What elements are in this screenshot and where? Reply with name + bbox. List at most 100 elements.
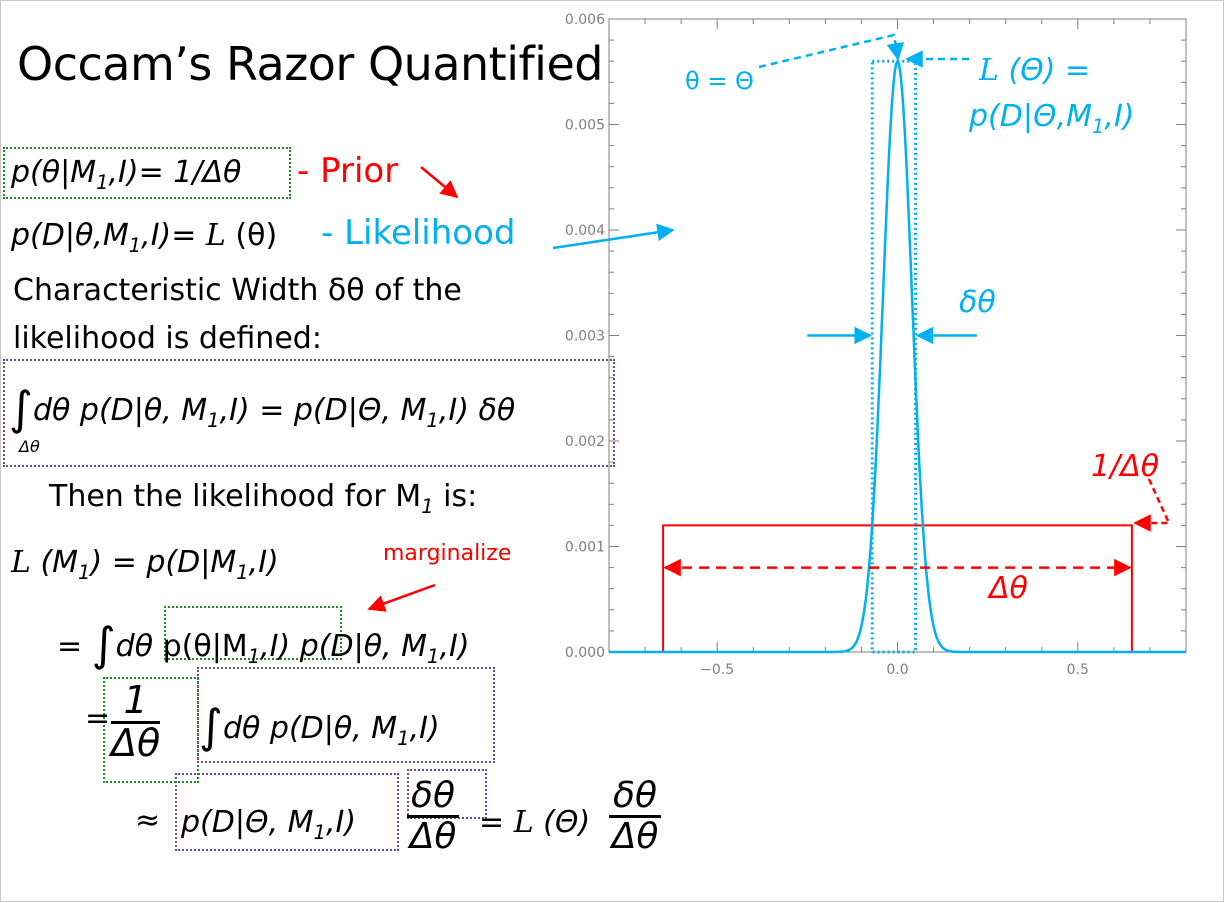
eq2-e: p(D|θ, M (290, 629, 428, 664)
integral-symbol: ∫ (199, 699, 223, 753)
likelihood-equation: p(D|θ,M1,I)= L (θ) (11, 218, 277, 257)
eq2-sub-2: 1 (427, 645, 440, 668)
peak-likelihood-label-2: p(D|Θ,M1,I) (969, 99, 1135, 138)
lm-c: ,I) (248, 545, 279, 580)
likelihood-lhs: p(D|θ,M (11, 218, 129, 253)
eq3-equals: = (85, 701, 111, 736)
prior-equation: p(θ|M1,I)= 1/Δθ (11, 155, 241, 194)
prior-line (662, 524, 1133, 652)
prior-rhs: ,I)= 1/Δθ (108, 155, 242, 190)
y-tick-label: 0.004 (565, 223, 605, 239)
inverse-Delta-arrow (1133, 478, 1171, 532)
lm-sub: 1 (78, 561, 91, 584)
likelihood-label: - Likelihood (321, 213, 516, 253)
eq4-numerator-2: δθ (609, 777, 662, 818)
then-likelihood: Then the likelihood for M1 is: (49, 479, 477, 518)
peak-label-sub: 1 (1092, 115, 1105, 138)
def-body-b: ,I) = p(D|Θ, M (219, 393, 427, 428)
chart-axes: 0.000 0.001 0.002 0.003 0.004 0.005 0.006 −0.5 0… (565, 12, 1187, 678)
model-likelihood: L (M1) = p(D|M1,I) (11, 545, 279, 584)
peak-label-line2: p(D|Θ,M (969, 99, 1092, 134)
eq4-a: p(D|Θ, M (181, 805, 314, 840)
eq2-f: ,I) (439, 629, 470, 664)
eq4-b: ,I) (325, 805, 357, 840)
delta-theta-label: δθ (959, 285, 996, 320)
eq4-numerator: δθ (407, 777, 460, 818)
y-tick-label: 0.006 (565, 12, 605, 28)
y-tick-label: 0.001 (565, 540, 605, 556)
marginal-equation: = ∫dθ p(θ|M1,I) p(D|θ, M1,I) (57, 613, 470, 671)
marginalize-label: marginalize (383, 541, 512, 566)
eq4-eq: = (479, 805, 514, 840)
integral-symbol: ∫ (91, 617, 116, 671)
eq4-denominator-2: Δθ (611, 815, 659, 857)
eq2-sub: 1 (247, 645, 261, 668)
peak-label-end: ,I) (1104, 99, 1135, 134)
prior-label: - Prior (297, 151, 399, 191)
peak-label-b: (Θ) = (998, 53, 1091, 88)
prior-sub: 1 (96, 171, 109, 194)
peak-likelihood-box (175, 773, 399, 851)
then-sub: 1 (421, 495, 434, 518)
prior-box (3, 147, 291, 199)
eq2-b: dθ (115, 629, 163, 664)
script-L: L (11, 545, 31, 580)
prior-lhs: p(θ|M (11, 155, 97, 190)
likelihood-integral-box (197, 667, 495, 763)
lm-b: ) = p(D|M (90, 545, 237, 580)
Delta-theta-label: Δθ (989, 571, 1028, 606)
integral-symbol: ∫ (9, 381, 33, 435)
then-b: is: (433, 479, 478, 514)
likelihood-mid: ,I)= (141, 218, 206, 253)
prior-arrow (420, 166, 459, 199)
def-body-a: dθ p(D|θ, M (32, 393, 208, 428)
x-tick-label: −0.5 (700, 662, 734, 678)
char-width-line1: Characteristic Width δθ of the (13, 273, 462, 308)
theta-equals-label: θ = Θ (685, 67, 754, 95)
eq4-lhs: p(D|Θ, M1,I) (181, 805, 356, 844)
eq3-denominator: Δθ (111, 720, 161, 765)
eq3-sub: 1 (397, 727, 410, 750)
lm-sub-2: 1 (236, 561, 249, 584)
prior-term-box (164, 606, 342, 660)
likelihood-curve (609, 58, 1186, 654)
eq4-sub: 1 (313, 821, 326, 844)
eq4-approx: ≈ (135, 803, 161, 838)
marginalize-arrow (367, 583, 436, 612)
chart-marks (609, 58, 1186, 654)
def-body-c: ,I) δθ (438, 393, 516, 428)
lm-a: (M (30, 545, 79, 580)
eq3-body-b: ,I) (409, 711, 440, 746)
eq2-d: ,I) (260, 629, 291, 664)
peak-likelihood-label: L (Θ) = (979, 53, 1090, 88)
likelihood-arrow (552, 223, 675, 250)
page-title: Occam’s Razor Quantified (17, 37, 603, 91)
eq4-denominator: Δθ (409, 815, 457, 857)
eq4-arg: (Θ) (533, 805, 591, 840)
y-tick-label: 0.003 (565, 329, 605, 345)
inverse-Delta-label: 1/Δθ (1091, 449, 1160, 484)
eq3-integral: ∫dθ p(D|θ, M1,I) (199, 695, 440, 753)
script-L: L (513, 805, 534, 840)
y-tick-label: 0.005 (565, 118, 605, 134)
width-definition-box (3, 359, 615, 467)
width-box (870, 59, 918, 654)
eq4-rhs: = L (Θ) (479, 805, 590, 840)
y-tick-label: 0.000 (565, 645, 605, 661)
x-tick-label: 0.5 (1067, 662, 1089, 678)
theta-pointer-arrow (758, 33, 905, 69)
eq2-a: = (57, 629, 92, 664)
likelihood-sub: 1 (128, 234, 142, 257)
then-a: Then the likelihood for M (49, 479, 422, 514)
eq3-body-a: dθ p(D|θ, M (222, 711, 398, 746)
y-tick-label: 0.002 (565, 434, 605, 450)
eq2-c: p(θ|M (162, 629, 248, 664)
script-L: L (979, 53, 999, 88)
ratio-box (407, 769, 487, 819)
script-L: L (205, 218, 226, 253)
eq3-numerator: 1 (111, 680, 161, 724)
